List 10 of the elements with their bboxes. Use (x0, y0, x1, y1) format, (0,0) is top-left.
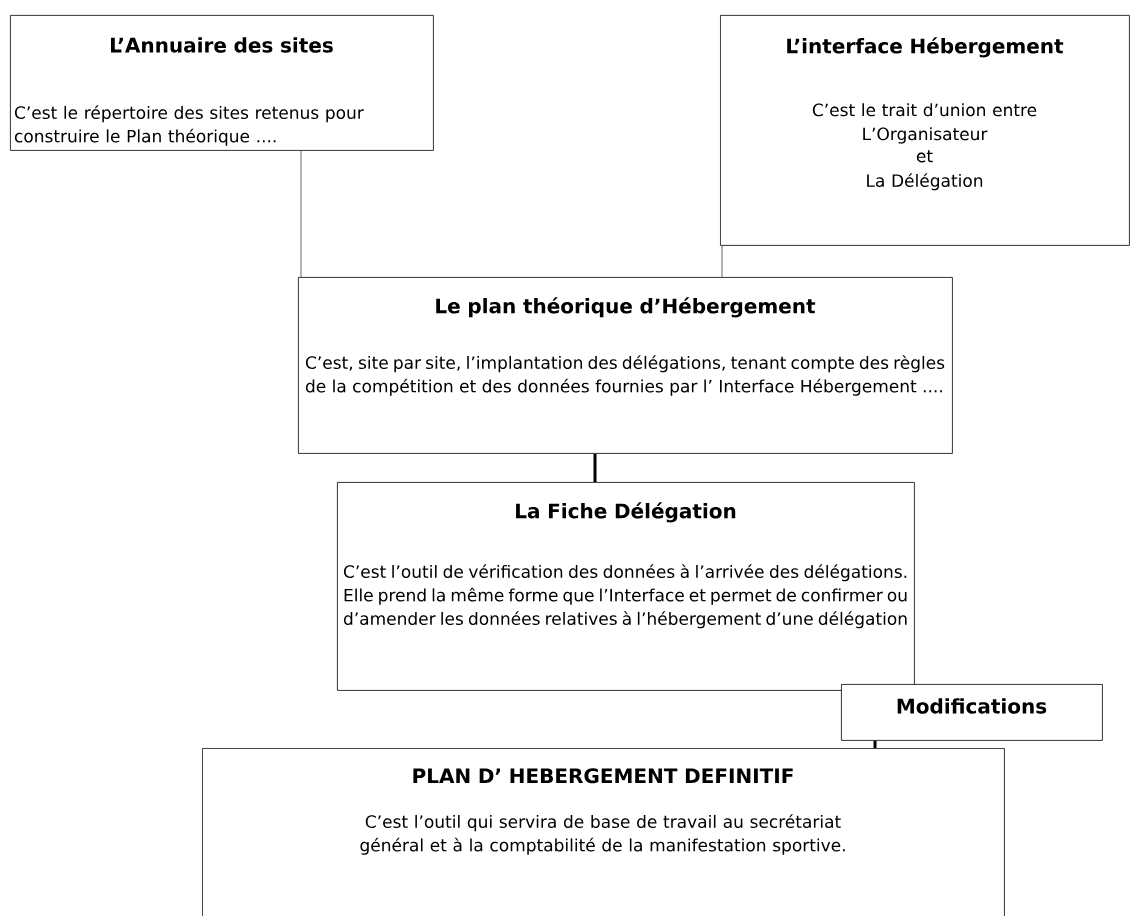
connector-line (593, 453, 597, 482)
connector-line (721, 245, 723, 278)
text-box: PLAN D’ HEBERGEMENT DEFINITIF C’est l’outil qui servira de base de travail au secrétariat général et à la comptabilité de la manifestation sportive. (202, 748, 1005, 916)
text-box: L’interface Hébergement C’est le trait d’union entre L’Organisateur et La Délégation (720, 15, 1130, 246)
text-box: Modifications (841, 684, 1103, 741)
connector-line (300, 150, 302, 278)
text-box: Le plan théorique d’Hébergement C’est, site par site, l’implantation des délégations, tenant compte des règles de la compétition et des données fournies par l’ Interface Hébergement .... (298, 277, 953, 454)
text-box: L’Annuaire des sites C’est le répertoire des sites retenus pour construire le Plan théorique .... (10, 15, 434, 151)
text-box: La Fiche Délégation C’est l’outil de vérification des données à l’arrivée des délégations. Elle prend la même forme que l’Interface et permet de confirmer ou d’amender les données relatives à l’hébergement d’une délégation (337, 482, 915, 691)
connector-line (873, 740, 877, 748)
